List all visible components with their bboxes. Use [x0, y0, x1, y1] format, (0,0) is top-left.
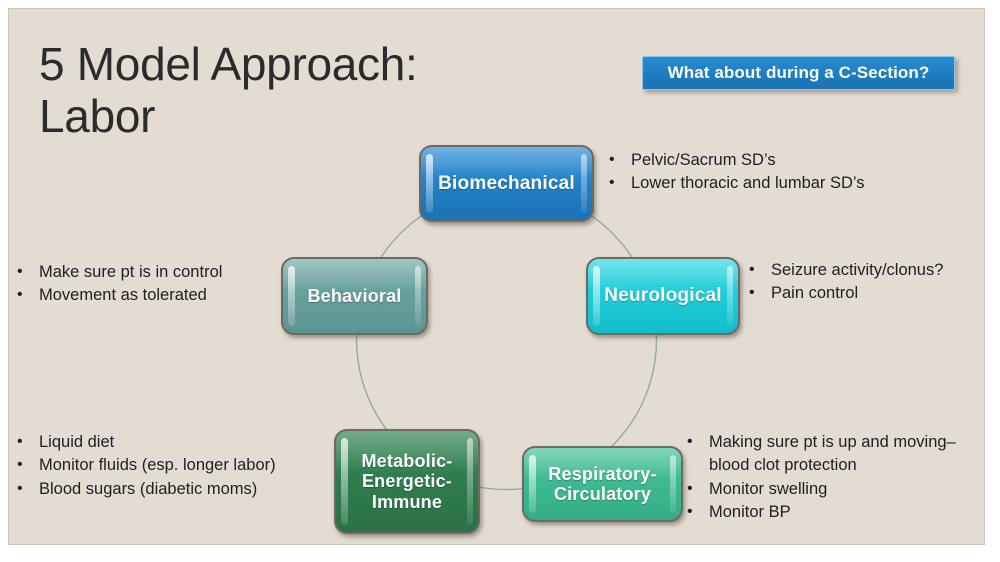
list-item-label: Pain control [771, 284, 859, 303]
bullet-dot-icon: • [609, 174, 615, 192]
list-item: • Making sure pt is up and moving– blood … [687, 431, 984, 478]
list-item-label: Pelvic/Sacrum SD’s [631, 151, 776, 169]
list-item: • Monitor swelling [687, 478, 984, 501]
list-item: • Lower thoracic and lumbar SD’s [609, 172, 959, 195]
list-item: • Blood sugars (diabetic moms) [17, 478, 337, 501]
list-item: • Liquid diet [17, 431, 337, 454]
model-node-respiratory-circulatory[interactable]: Respiratory- Circulatory [522, 446, 683, 522]
list-item: • Pain control [749, 282, 974, 305]
list-item: • Seizure activity/clonus? [749, 259, 974, 282]
model-node-biomechanical-label: Biomechanical [438, 172, 575, 194]
page-title: 5 Model Approach: Labor [39, 38, 418, 142]
list-item-label: Lower thoracic and lumbar SD’s [631, 174, 865, 193]
model-node-biomechanical[interactable]: Biomechanical [419, 145, 594, 222]
bullet-dot-icon: • [17, 286, 23, 304]
list-item-label: Monitor BP [709, 503, 791, 522]
list-item-label: Making sure pt is up and moving– blood c… [709, 433, 956, 475]
gloss-highlight-icon [467, 438, 473, 525]
model-node-neurological[interactable]: Neurological [586, 257, 740, 335]
c-section-banner[interactable]: What about during a C-Section? [642, 56, 955, 90]
gloss-highlight-icon [727, 266, 733, 326]
bullet-dot-icon: • [17, 479, 23, 497]
list-item-label: Blood sugars (diabetic moms) [39, 479, 258, 498]
list-item-label: Seizure activity/clonus? [771, 261, 944, 279]
list-item: • Movement as tolerated [17, 284, 287, 307]
gloss-highlight-icon [670, 455, 676, 513]
c-section-banner-label: What about during a C-Section? [667, 63, 930, 82]
bullet-list-metabolic-energetic-immune: • Liquid diet • Monitor fluids (esp. longer… [17, 431, 337, 501]
bullet-dot-icon: • [687, 503, 693, 521]
bullet-dot-icon: • [17, 433, 23, 450]
list-item: • Make sure pt is in control [17, 261, 287, 284]
bullet-dot-icon: • [17, 456, 23, 474]
model-node-neurological-label: Neurological [604, 285, 722, 307]
list-item-label: Liquid diet [39, 433, 115, 451]
model-node-behavioral-label: Behavioral [307, 285, 402, 306]
bullet-list-neurological: • Seizure activity/clonus? • Pain control [749, 259, 974, 306]
bullet-dot-icon: • [687, 479, 693, 497]
list-item: • Monitor fluids (esp. longer labor) [17, 454, 337, 477]
gloss-highlight-icon [415, 266, 421, 326]
model-node-respiratory-circulatory-label: Respiratory- Circulatory [548, 463, 657, 504]
list-item-label: Movement as tolerated [39, 286, 207, 305]
bullet-dot-icon: • [749, 284, 755, 302]
list-item: • Monitor BP [687, 501, 984, 524]
bullet-dot-icon: • [17, 263, 23, 280]
gloss-highlight-icon [581, 154, 587, 213]
list-item: • Pelvic/Sacrum SD’s [609, 149, 959, 172]
model-node-behavioral[interactable]: Behavioral [281, 257, 428, 335]
bullet-dot-icon: • [609, 151, 615, 168]
bullet-list-respiratory-circulatory: • Making sure pt is up and moving– blood … [687, 431, 984, 525]
list-item-label: Monitor swelling [709, 479, 828, 498]
model-node-metabolic-energetic-immune[interactable]: Metabolic- Energetic- Immune [334, 429, 480, 534]
model-node-metabolic-energetic-immune-label: Metabolic- Energetic- Immune [361, 451, 453, 512]
bullet-dot-icon: • [687, 433, 693, 450]
bullet-dot-icon: • [749, 261, 755, 278]
bullet-list-biomechanical: • Pelvic/Sacrum SD’s • Lower thoracic and l… [609, 149, 959, 196]
slide-canvas: 5 Model Approach: Labor What about durin… [8, 8, 985, 545]
list-item-label: Monitor fluids (esp. longer labor) [39, 456, 276, 475]
bullet-list-behavioral: • Make sure pt is in control • Movement as … [17, 261, 287, 308]
list-item-label: Make sure pt is in control [39, 263, 223, 281]
